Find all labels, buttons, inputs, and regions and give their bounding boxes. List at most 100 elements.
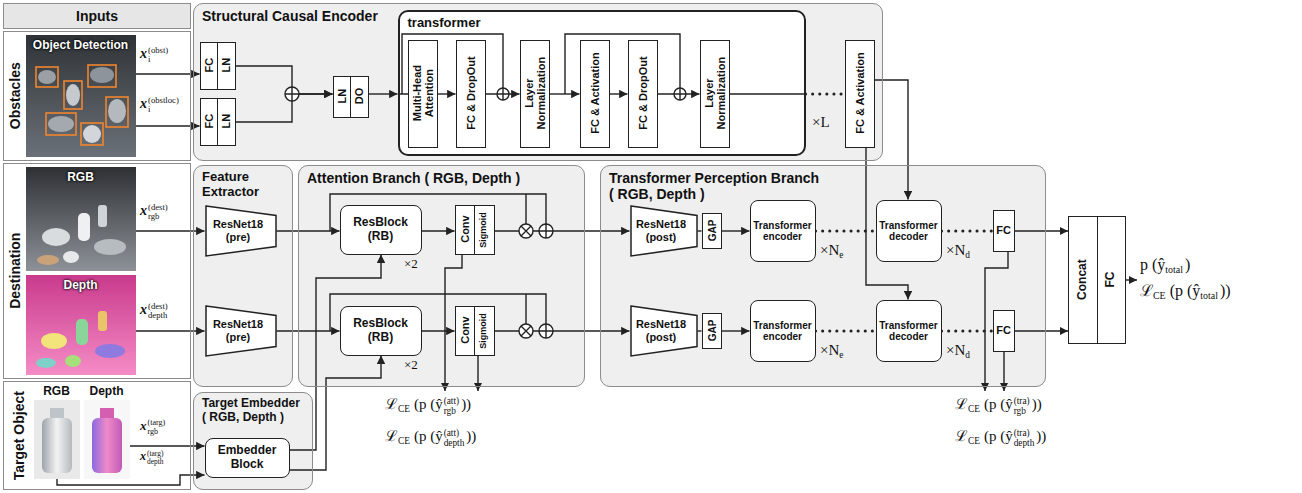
connector — [1015, 330, 1069, 331]
block-box: Transformer decoder — [876, 300, 942, 362]
sum-symbols — [285, 87, 686, 338]
block-box: Embedder Block — [205, 438, 290, 478]
math-text: p (ŷ — [1140, 256, 1165, 273]
layer-cell: LN — [217, 43, 235, 89]
layer-box: Layer Normalization — [520, 40, 550, 148]
connector — [136, 330, 205, 331]
layer-cell: Concat — [1069, 217, 1097, 343]
layer-cell: FC & Activation — [581, 41, 609, 147]
connector — [136, 125, 200, 126]
index-stack: (targ)depth — [147, 450, 164, 466]
resnet-trapezoid: ResNet18 (pre) — [205, 205, 277, 257]
row-label: Obstacles — [8, 35, 23, 157]
subscript: CE — [1153, 290, 1166, 301]
module-panel: Structural Causal EncoderFCLNFCLNLNDOtra… — [193, 3, 883, 161]
layer-label: Sigmoid — [479, 207, 489, 251]
math-label: ℒCE(p (ŷ(att)rgb)) — [385, 396, 471, 416]
block-label: Transformer encoder — [752, 320, 814, 342]
graphic-part — [84, 400, 130, 479]
subscript: depth — [1014, 439, 1035, 449]
graphic-part — [26, 167, 136, 271]
image-label: Depth — [26, 278, 136, 292]
sum-circle — [539, 324, 553, 338]
superscript: (tra) — [1014, 397, 1030, 407]
math-text: (p (ŷ — [414, 396, 443, 412]
index-stack: (targ)rgb — [148, 419, 166, 436]
graphic-part — [46, 113, 76, 135]
sum-cross — [539, 224, 553, 238]
block-label: ResNet18 (post) — [632, 318, 691, 342]
block-label: Transformer decoder — [878, 320, 940, 342]
math-text: )) — [1036, 428, 1046, 444]
layer-label: FC — [203, 101, 215, 143]
layer-label: LN — [336, 79, 348, 115]
layer-cell: GAP — [703, 214, 721, 248]
layer-cell: Sigmoid — [474, 307, 494, 355]
math-text: ×2 — [404, 357, 418, 372]
panel-fill — [298, 165, 585, 387]
graphic-part — [63, 251, 79, 263]
loss-leader — [477, 356, 478, 391]
layer-cell: Layer Normalization — [521, 41, 549, 147]
connector — [236, 94, 333, 122]
layer-label: DO — [353, 79, 365, 115]
layer-cell: FC & DropOut — [457, 41, 485, 147]
trapezoid-shape — [206, 306, 276, 356]
layer-box: FCLN — [200, 42, 236, 90]
math-text: )) — [1032, 396, 1042, 412]
block-box: ResBlock (RB) — [340, 306, 422, 356]
index-stack: (tra)rgb — [1014, 397, 1030, 417]
panel-title: transformer — [408, 16, 796, 31]
math-label: x(dest)rgb — [140, 203, 170, 221]
layer-cell: Multi-Head Attention — [409, 41, 437, 147]
header-box: Inputs — [3, 3, 191, 29]
block-label: Transformer encoder — [752, 220, 814, 242]
superscript: (tra) — [1014, 429, 1035, 439]
index-stack: (tra)depth — [1014, 429, 1035, 449]
image-illustration — [84, 400, 130, 479]
math-label: ℒCE(p (ŷtotal)) — [1140, 282, 1231, 302]
subscript: i — [148, 105, 179, 114]
layer-label: GAP — [706, 316, 717, 346]
layer-label: FC & Activation — [588, 43, 600, 145]
math-label: ×Nd — [946, 342, 972, 360]
layer-label: FC & DropOut — [464, 43, 476, 145]
header-text: Inputs — [76, 8, 118, 24]
index-stack: (obst)i — [148, 46, 168, 64]
subscript: rgb — [148, 212, 168, 221]
graphic-part — [66, 84, 80, 106]
connector — [610, 93, 628, 94]
layer-box: FC & Activation — [845, 40, 875, 148]
connector — [290, 356, 382, 471]
layer-cell: DO — [350, 77, 368, 117]
subscript: CE — [968, 404, 980, 414]
multiply-circle — [519, 324, 533, 338]
input-group: Target ObjectRGBDepth — [3, 381, 191, 490]
math-text: (p (ŷ — [984, 428, 1013, 444]
multiply-cross — [521, 226, 531, 236]
connector — [495, 230, 630, 231]
math-text: )) — [1220, 282, 1231, 299]
math-text: ×N — [820, 342, 839, 358]
subscript: total — [1200, 290, 1218, 301]
connector — [875, 80, 909, 200]
input-image: Depth — [26, 275, 136, 375]
connector — [369, 93, 398, 94]
layer-cell: LN — [334, 77, 351, 117]
layer-cell: Conv — [456, 307, 475, 355]
layer-label: Conv — [459, 309, 471, 353]
block-label: Embedder Block — [207, 444, 288, 470]
layer-cell: Conv — [456, 206, 475, 254]
resnet-trapezoid: ResNet18 (post) — [630, 305, 698, 357]
block-label: Transformer decoder — [878, 220, 940, 242]
layer-cell: FC — [201, 43, 218, 89]
loss-leaders — [445, 252, 1137, 391]
image-heading: RGB — [34, 383, 80, 399]
layer-cell: FC & DropOut — [629, 41, 657, 147]
subscript: e — [839, 250, 843, 260]
superscript: (dest) — [148, 203, 168, 212]
math-symbol: x — [140, 96, 147, 111]
block-label: FC — [996, 324, 1011, 336]
connector — [136, 230, 205, 231]
layer-box: FC & Activation — [580, 40, 610, 148]
